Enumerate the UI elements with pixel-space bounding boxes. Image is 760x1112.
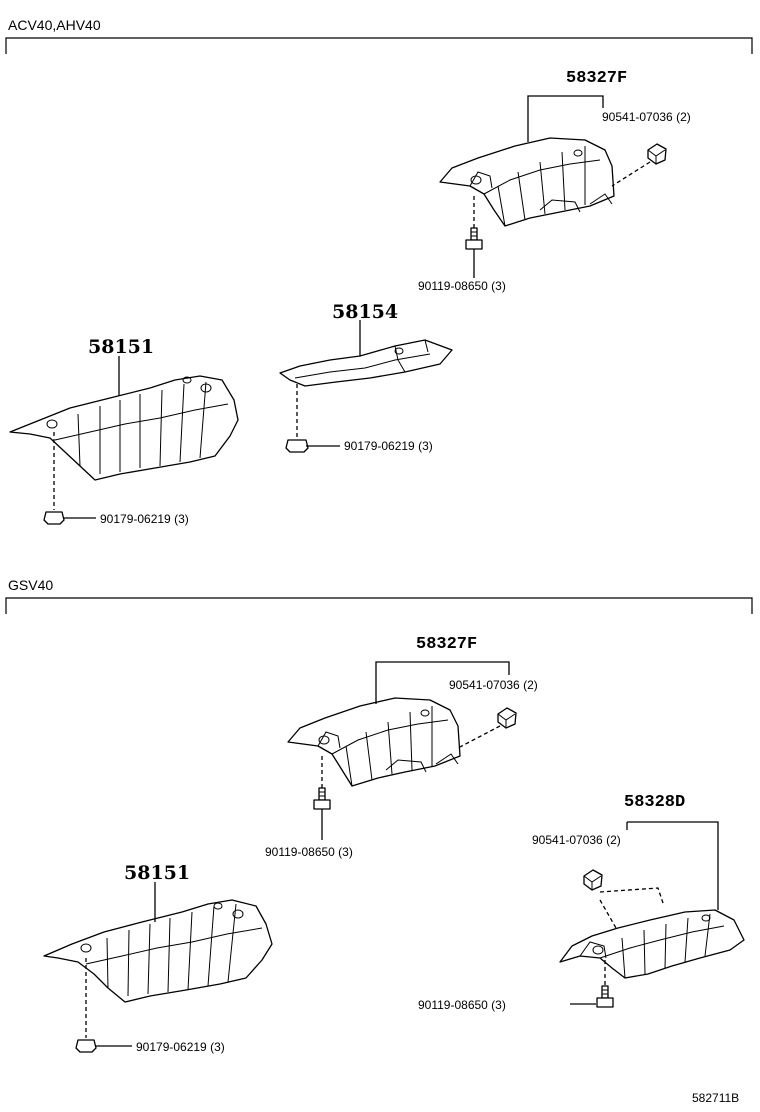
clip-leader xyxy=(599,899,617,929)
nut-code[interactable]: 90179-06219 (3) xyxy=(344,439,433,453)
section-gsv40: GSV40 58327F 90541-07036 (2) 90119-08650… xyxy=(5,577,753,1054)
bolt-icon xyxy=(465,227,483,250)
heat-shield-58327f[interactable] xyxy=(439,137,615,227)
clip-code[interactable]: 90541-07036 (2) xyxy=(532,833,621,847)
clip-leader xyxy=(457,725,501,749)
leader-58327f xyxy=(527,95,604,142)
bolt-icon xyxy=(313,787,331,810)
bolt-code[interactable]: 90119-08650 (3) xyxy=(418,279,506,293)
nut-code[interactable]: 90179-06219 (3) xyxy=(136,1040,225,1054)
part-number-58151[interactable]: 58151 xyxy=(88,336,154,358)
section-acv40: ACV40,AHV40 58327F 90541-07036 (2) 90119… xyxy=(5,17,753,526)
nut-code[interactable]: 90179-06219 (3) xyxy=(100,512,189,526)
nut-icon xyxy=(285,439,309,453)
leader-58327f xyxy=(375,661,510,704)
bolt-icon xyxy=(596,985,614,1008)
part-number-58154[interactable]: 58154 xyxy=(332,301,398,323)
heat-shield-58151[interactable] xyxy=(43,899,273,1003)
part-number-58327f[interactable]: 58327F xyxy=(416,635,477,654)
heat-shield-58154[interactable] xyxy=(279,339,453,387)
part-number-58327f[interactable]: 58327F xyxy=(566,69,627,88)
clip-icon xyxy=(647,143,667,165)
nut-icon xyxy=(75,1039,97,1053)
clip-icon xyxy=(583,869,603,891)
clip-code[interactable]: 90541-07036 (2) xyxy=(602,110,691,124)
part-number-58151[interactable]: 58151 xyxy=(124,862,190,884)
heat-shield-58327f[interactable] xyxy=(287,697,461,787)
nut-icon xyxy=(43,511,65,525)
section-bracket xyxy=(5,37,753,54)
part-number-58328d[interactable]: 58328D xyxy=(624,793,685,812)
clip-leader xyxy=(599,887,665,907)
heat-shield-58151[interactable] xyxy=(9,375,239,481)
clip-code[interactable]: 90541-07036 (2) xyxy=(449,678,538,692)
section-bracket xyxy=(5,597,753,614)
clip-icon xyxy=(497,707,517,729)
bolt-code[interactable]: 90119-08650 (3) xyxy=(265,845,353,859)
leader-58328d xyxy=(627,821,719,910)
section-label-acv40: ACV40,AHV40 xyxy=(8,17,101,33)
bolt-code[interactable]: 90119-08650 (3) xyxy=(418,998,506,1012)
section-label-gsv40: GSV40 xyxy=(8,577,53,593)
heat-shield-58328d[interactable] xyxy=(559,909,745,979)
drawing-id: 582711B xyxy=(692,1091,739,1105)
clip-leader xyxy=(611,161,651,187)
